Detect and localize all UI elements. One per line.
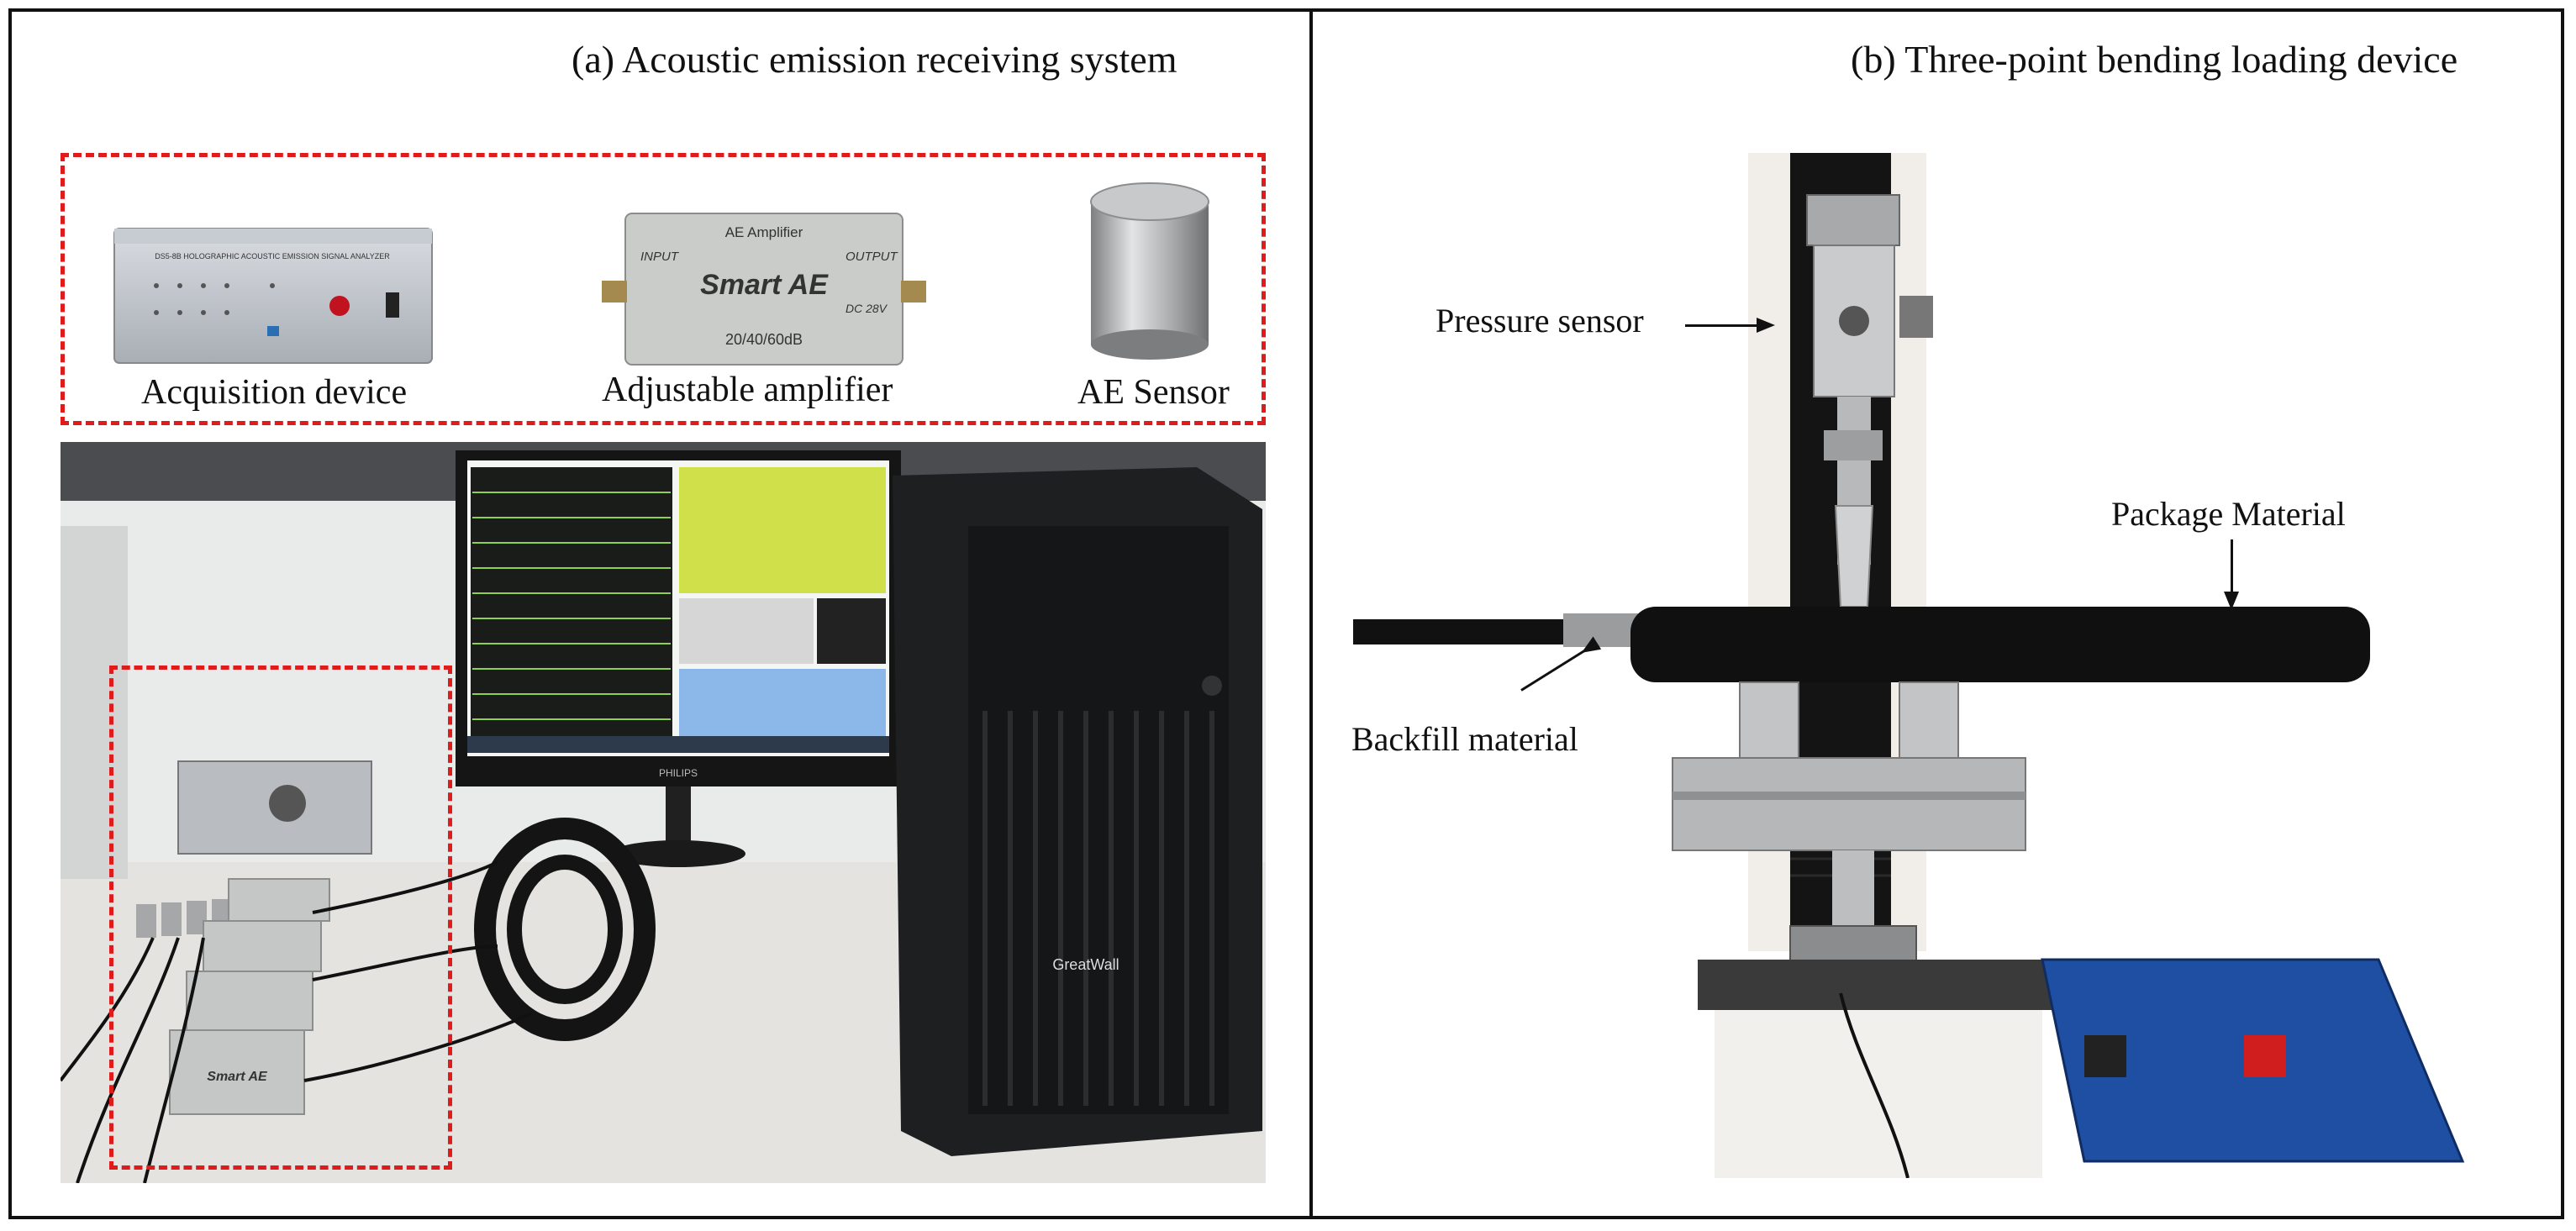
pressure-sensor-arrow-line — [1685, 324, 1759, 327]
acquisition-device-photo: DS5-8B HOLOGRAPHIC ACOUSTIC EMISSION SIG… — [113, 225, 434, 366]
pressure-sensor-label: Pressure sensor — [1436, 302, 1644, 339]
monitor-brand-text: PHILIPS — [659, 767, 698, 779]
amp-small-text: Smart AE — [207, 1070, 268, 1084]
panel-divider — [1309, 8, 1313, 1219]
amp-title-text: AE Amplifier — [725, 224, 803, 240]
bending-device-photo — [1353, 153, 2547, 1178]
acquisition-device-caption: Acquisition device — [141, 373, 408, 412]
pc-brand-text: GreatWall — [1052, 956, 1119, 973]
amplifier-array-highlight-box — [109, 665, 452, 1170]
amp-power-text: DC 28V — [845, 302, 888, 315]
ae-sensor-caption: AE Sensor — [1077, 373, 1230, 412]
backfill-material-label: Backfill material — [1351, 720, 1578, 758]
equipment-highlight-box — [61, 153, 1266, 425]
amp-output-text: OUTPUT — [845, 250, 899, 264]
panel-b-title: (b) Three-point bending loading device — [1851, 38, 2458, 81]
ae-sensor-photo — [1066, 168, 1234, 366]
pressure-sensor-arrow-head — [1757, 318, 1775, 333]
package-material-label: Package Material — [2111, 495, 2346, 533]
panel-a-title: (a) Acoustic emission receiving system — [572, 38, 1177, 81]
amplifier-caption: Adjustable amplifier — [602, 371, 893, 409]
lab-setup-photo: PHILIPS GreatWall — [61, 442, 1266, 1183]
package-material-arrow-line — [2231, 539, 2233, 595]
amplifier-photo: AE Amplifier INPUT OUTPUT Smart AE DC 28… — [602, 210, 926, 370]
analyzer-name-text: DS5-8B HOLOGRAPHIC ACOUSTIC EMISSION SIG… — [155, 252, 390, 260]
amp-gain-text: 20/40/60dB — [725, 331, 803, 348]
package-material-arrow-head — [2224, 592, 2239, 610]
figure-frame — [8, 8, 2564, 1219]
amp-brand-text: Smart AE — [700, 269, 829, 301]
amp-input-text: INPUT — [640, 250, 680, 264]
